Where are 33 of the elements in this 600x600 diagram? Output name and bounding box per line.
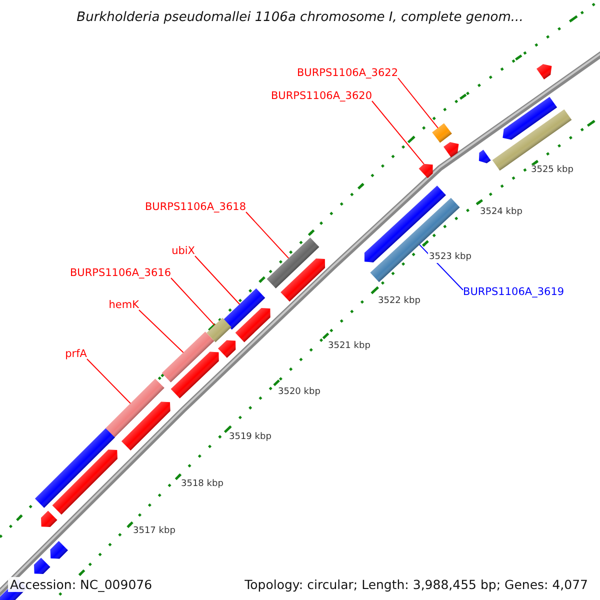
- gene-block: [266, 238, 320, 288]
- tick-label: 3522 kbp: [377, 296, 422, 307]
- leader-line: [372, 100, 424, 164]
- accession-text: Accession: NC_009076: [8, 577, 154, 592]
- tick-label: 3517 kbp: [132, 526, 176, 537]
- gene-block: [106, 378, 164, 438]
- genome-summary-text: Topology: circular; Length: 3,988,455 bp; Genes: 4,077: [242, 577, 590, 592]
- gene-label: ubiX: [172, 245, 195, 258]
- map-title: Burkholderia pseudomallei 1106a chromosome I, complete genom...: [76, 10, 524, 25]
- tick-label: 3524 kbp: [479, 207, 524, 218]
- gene-label: hemK: [108, 299, 139, 312]
- gene-block: [418, 164, 433, 178]
- leader-line: [86, 358, 131, 404]
- gene-label: prfA: [65, 348, 87, 361]
- leader-line: [138, 310, 184, 353]
- gene-label: BURPS1106A_3620: [270, 90, 372, 103]
- gene-block: [162, 332, 214, 382]
- leader-line: [170, 278, 216, 326]
- tick-label: 3520 kbp: [277, 387, 322, 398]
- tick-label: 3523 kbp: [428, 252, 472, 263]
- gene-label: BURPS1106A_3618: [144, 201, 246, 214]
- gene-block: [432, 123, 452, 143]
- tick-label: 3518 kbp: [180, 479, 224, 490]
- tick-label: 3521 kbp: [327, 341, 372, 352]
- leader-line: [398, 78, 438, 128]
- tick-label: 3525 kbp: [530, 165, 574, 176]
- gene-label: BURPS1106A_3616: [70, 267, 171, 280]
- tick-label: 3519 kbp: [228, 432, 272, 443]
- gene-label: BURPS1106A_3619: [463, 286, 564, 299]
- leader-line: [194, 256, 240, 305]
- leader-line: [246, 212, 290, 259]
- gene-label: BURPS1106A_3622: [296, 67, 398, 80]
- gene-block: [222, 288, 266, 330]
